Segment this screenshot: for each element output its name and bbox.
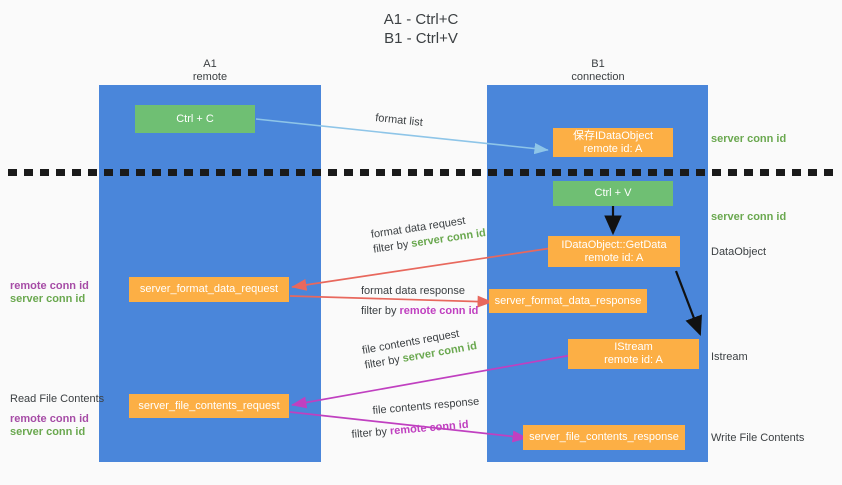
label-server-conn-id-2: server conn id <box>10 426 86 438</box>
box-server-format-data-request[interactable]: server_format_data_request <box>129 277 289 302</box>
box-istream[interactable]: IStream remote id: A <box>568 339 699 369</box>
edge-fmt-resp-filter-prefix: filter by <box>361 305 400 317</box>
diagram-title: A1 - Ctrl+C B1 - Ctrl+V <box>0 10 842 48</box>
box-istream-line1: IStream <box>614 341 653 353</box>
label-write-file-contents: Write File Contents <box>711 432 805 444</box>
box-save-idataobject-line1: 保存IDataObject <box>572 129 654 142</box>
arrow-format-data-response <box>289 295 493 308</box>
panel-b1-sub: connection <box>571 71 625 83</box>
panel-b1-name: B1 <box>591 58 605 70</box>
panel-header-a1: A1 remote <box>119 58 301 84</box>
box-fmt-req-label: server_format_data_request <box>139 283 279 295</box>
box-save-idataobject[interactable]: 保存IDataObject remote id: A <box>553 128 673 157</box>
box-ctrl-v[interactable]: Ctrl + V <box>553 181 673 206</box>
label-server-conn-id-1: server conn id <box>10 293 86 305</box>
label-read-file-contents: Read File Contents <box>10 393 105 405</box>
edge-file-resp-filter-prefix: filter by <box>351 425 391 441</box>
arrow-format-data-request <box>291 247 553 291</box>
arrow-file-contents-request <box>291 354 573 409</box>
box-ctrl-c[interactable]: Ctrl + C <box>135 105 255 133</box>
panel-a1-name: A1 <box>203 58 217 70</box>
label-remote-conn-id-1: remote conn id <box>10 280 89 292</box>
edge-fmt-resp-main: format data response <box>361 285 465 297</box>
box-getdata-line2: remote id: A <box>584 251 644 264</box>
panel-a1-sub: remote <box>192 71 228 83</box>
edge-label-format-data-response: format data response filter by remote co… <box>361 284 478 319</box>
label-server-conn-id-mid: server conn id <box>711 211 787 223</box>
box-istream-line2: remote id: A <box>604 354 663 366</box>
box-ctrl-c-line1: Ctrl + C <box>176 112 214 125</box>
edge-fmt-resp-filter: filter by remote conn id <box>361 304 478 319</box>
box-fmt-resp-label: server_format_data_response <box>494 294 642 307</box>
box-file-resp-label: server_file_contents_response <box>529 431 679 443</box>
box-save-idataobject-line2: remote id: A <box>583 142 643 155</box>
box-ctrl-v-line1: Ctrl + V <box>594 187 632 199</box>
label-istream: Istream <box>711 351 748 363</box>
arrow-file-contents-response <box>289 411 528 443</box>
arrow-format-list <box>255 118 549 155</box>
label-dataobject: DataObject <box>711 246 767 258</box>
arrow-getdata-to-istream <box>674 270 702 337</box>
box-server-file-contents-response[interactable]: server_file_contents_response <box>523 425 685 450</box>
box-idataobject-getdata[interactable]: IDataObject::GetData remote id: A <box>548 236 680 267</box>
edge-fmt-resp-filter-key: remote conn id <box>399 305 479 317</box>
box-server-format-data-response[interactable]: server_format_data_response <box>489 289 647 313</box>
box-server-file-contents-request[interactable]: server_file_contents_request <box>129 394 289 418</box>
title-line-2: B1 - Ctrl+V <box>384 30 458 47</box>
label-remote-conn-id-2: remote conn id <box>10 413 89 425</box>
box-getdata-line1: IDataObject::GetData <box>561 238 667 251</box>
panel-header-b1: B1 connection <box>507 58 689 84</box>
phase-divider <box>8 169 834 176</box>
box-file-req-label: server_file_contents_request <box>138 399 280 412</box>
title-line-1: A1 - Ctrl+C <box>383 11 459 28</box>
label-server-conn-id-top: server conn id <box>711 133 787 145</box>
